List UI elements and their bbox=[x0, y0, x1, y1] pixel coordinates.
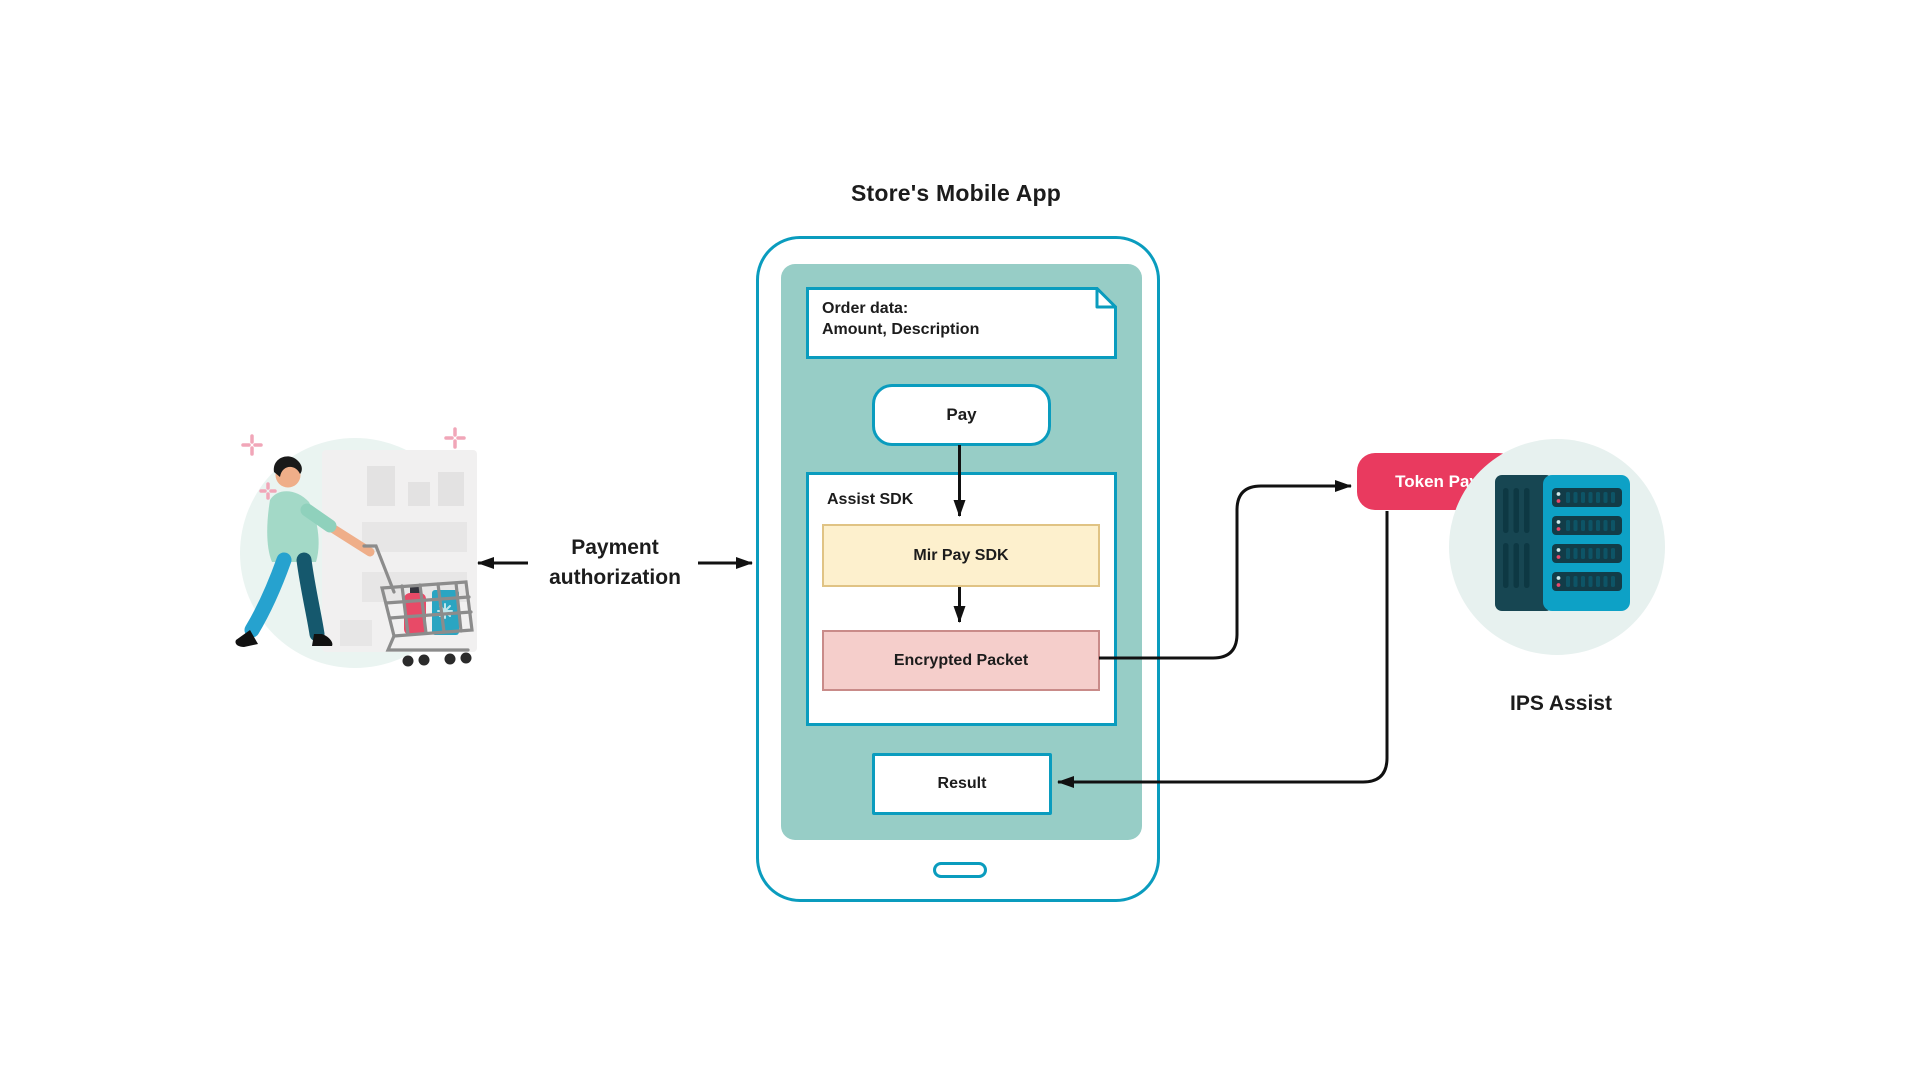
mir-pay-sdk-box: Mir Pay SDK bbox=[822, 524, 1100, 587]
cart-wheels bbox=[402, 652, 472, 667]
assist-sdk-container: Assist SDK Mir Pay SDK Encrypted Packet bbox=[806, 472, 1117, 726]
order-data-box: Order data: Amount, Description bbox=[806, 287, 1117, 359]
payment-label-line1: Payment bbox=[571, 536, 659, 559]
assist-sdk-label: Assist SDK bbox=[827, 491, 914, 508]
phone-screen: Order data: Amount, Description Pay Assi… bbox=[781, 264, 1142, 840]
shopper-cart-illustration bbox=[235, 427, 477, 668]
pay-button-label: Pay bbox=[946, 405, 977, 424]
sparkle-icon bbox=[241, 427, 466, 500]
encrypted-packet-label: Encrypted Packet bbox=[893, 651, 1029, 669]
mir-pay-sdk-label: Mir Pay SDK bbox=[913, 546, 1009, 564]
order-data-text: Order data: Amount, Description bbox=[806, 287, 995, 351]
payment-authorization-label: Payment authorization bbox=[465, 533, 765, 593]
page-title: Store's Mobile App bbox=[850, 180, 1062, 206]
server-rack-icon bbox=[1495, 475, 1630, 611]
server-rack-illustration bbox=[1449, 439, 1665, 655]
result-label: Result bbox=[937, 775, 987, 792]
document-dogear-icon bbox=[806, 287, 1117, 359]
token-pay-label: Token Pay bbox=[1395, 471, 1479, 491]
result-box: Result bbox=[872, 753, 1052, 815]
phone-frame: Order data: Amount, Description Pay Assi… bbox=[756, 236, 1160, 902]
payment-label-line2: authorization bbox=[549, 566, 681, 589]
ips-assist-label: IPS Assist bbox=[1510, 692, 1612, 715]
pay-button[interactable]: Pay bbox=[872, 384, 1051, 446]
order-data-line2: Amount, Description bbox=[822, 321, 980, 338]
shopping-cart bbox=[362, 544, 474, 652]
home-indicator bbox=[933, 862, 987, 878]
shopper-person bbox=[235, 456, 375, 647]
encrypted-packet-box: Encrypted Packet bbox=[822, 630, 1100, 691]
order-data-line1: Order data: bbox=[822, 300, 909, 317]
